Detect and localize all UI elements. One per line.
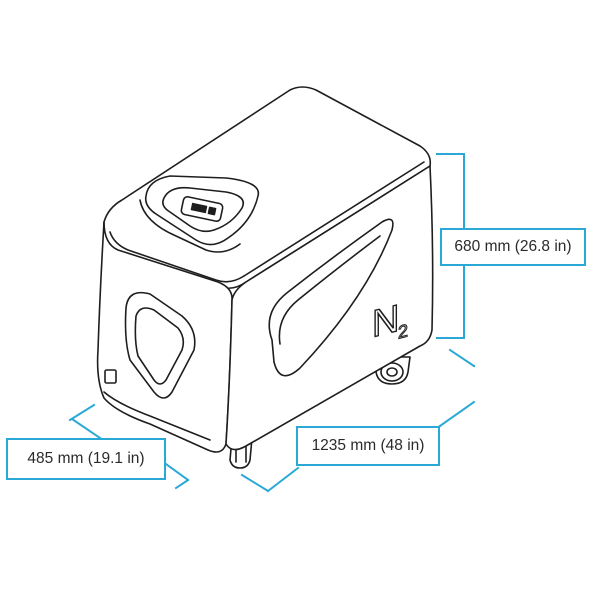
- depth-dimension-text: 485 mm (19.1 in): [27, 450, 145, 467]
- depth-dimension-line: [68, 403, 190, 490]
- control-panel-ridge: [139, 199, 241, 253]
- n2-emblem: N 2: [371, 296, 408, 347]
- top-front-edge: [109, 231, 245, 283]
- front-bottom-trim: [103, 391, 211, 441]
- display-screen: [180, 195, 224, 223]
- length-dimension-line: [240, 348, 476, 493]
- dimension-lines: [68, 153, 476, 493]
- length-dimension-text: 1235 mm (48 in): [311, 437, 425, 454]
- emblem-letter: N: [372, 297, 399, 346]
- side-swoosh-panel: [268, 218, 394, 377]
- emblem-subscript: 2: [398, 320, 408, 343]
- side-swoosh-inner: [278, 235, 381, 345]
- front-vent-inner: [134, 307, 185, 385]
- height-dimension-label: 680 mm (26.8 in): [440, 228, 586, 266]
- height-dimension-line: [436, 153, 465, 339]
- depth-dimension-label: 485 mm (19.1 in): [6, 438, 166, 480]
- nitrogen-generator-drawing: [96, 86, 434, 469]
- top-side-edge: [243, 161, 425, 277]
- front-indicator: [104, 369, 117, 384]
- height-dimension-text: 680 mm (26.8 in): [454, 238, 572, 255]
- length-dimension-label: 1235 mm (48 in): [296, 426, 440, 466]
